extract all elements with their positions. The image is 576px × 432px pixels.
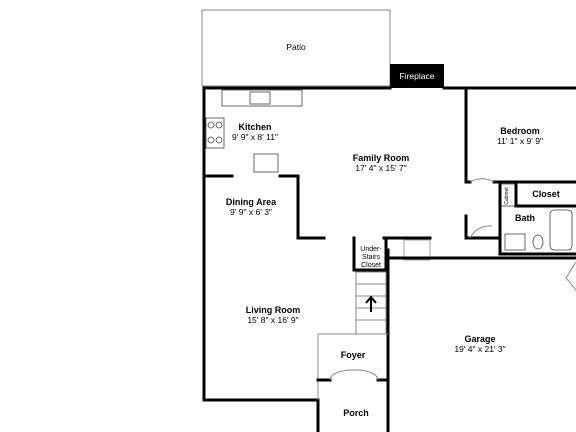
fireplace-label: Fireplace (400, 71, 435, 81)
kitchen-label: Kitchen (238, 122, 271, 132)
patio-label: Patio (286, 42, 306, 52)
bedroom-label: Bedroom (500, 126, 540, 136)
fireplace-block (390, 64, 444, 88)
closet-wall (514, 180, 576, 208)
bedroom-door-swing (469, 178, 495, 183)
bath-door-swing (469, 225, 493, 239)
cabinet-label: Cabinet (504, 187, 510, 205)
under-stairs-label-3: Closet (361, 262, 381, 269)
bath-sink (504, 233, 526, 251)
kitchen-sink (249, 91, 271, 105)
kitchen-dims: 9' 9" x 8' 11" (232, 132, 278, 142)
bath-label: Bath (515, 213, 535, 223)
bathtub (549, 209, 573, 251)
living-room-dims: 15' 8" x 16' 9" (247, 315, 298, 325)
landing-step (403, 239, 431, 261)
garage-label: Garage (464, 334, 495, 344)
bath-hall-wall (464, 214, 502, 240)
living-room-label: Living Room (246, 305, 301, 315)
west-wall (202, 86, 320, 402)
toilet (532, 234, 544, 250)
under-stairs-label-1: Under- (360, 246, 382, 253)
dining-area-label: Dining Area (226, 197, 277, 207)
garage-door-swing (565, 261, 576, 291)
porch-label: Porch (343, 408, 369, 418)
front-door-swing (329, 369, 379, 381)
bedroom-dims: 11' 1" x 9' 9" (497, 136, 543, 146)
family-room-west-wall (278, 174, 326, 240)
dining-area-dims: 9' 9" x 6' 3" (230, 207, 272, 217)
stairs-up-arrow-icon (365, 295, 377, 312)
kitchen-island (253, 153, 279, 173)
closet-label: Closet (532, 189, 560, 199)
under-stairs-closet-wall (352, 236, 388, 272)
garage-dims: 19' 4" x 21' 3" (454, 344, 505, 354)
foyer-label: Foyer (341, 350, 366, 360)
family-room-label: Family Room (353, 153, 410, 163)
family-room-dims: 17' 4" x 15' 7" (355, 163, 406, 173)
under-stairs-label-2: Stairs (362, 254, 380, 261)
patio-area (201, 9, 391, 87)
bath-wall (498, 180, 576, 256)
